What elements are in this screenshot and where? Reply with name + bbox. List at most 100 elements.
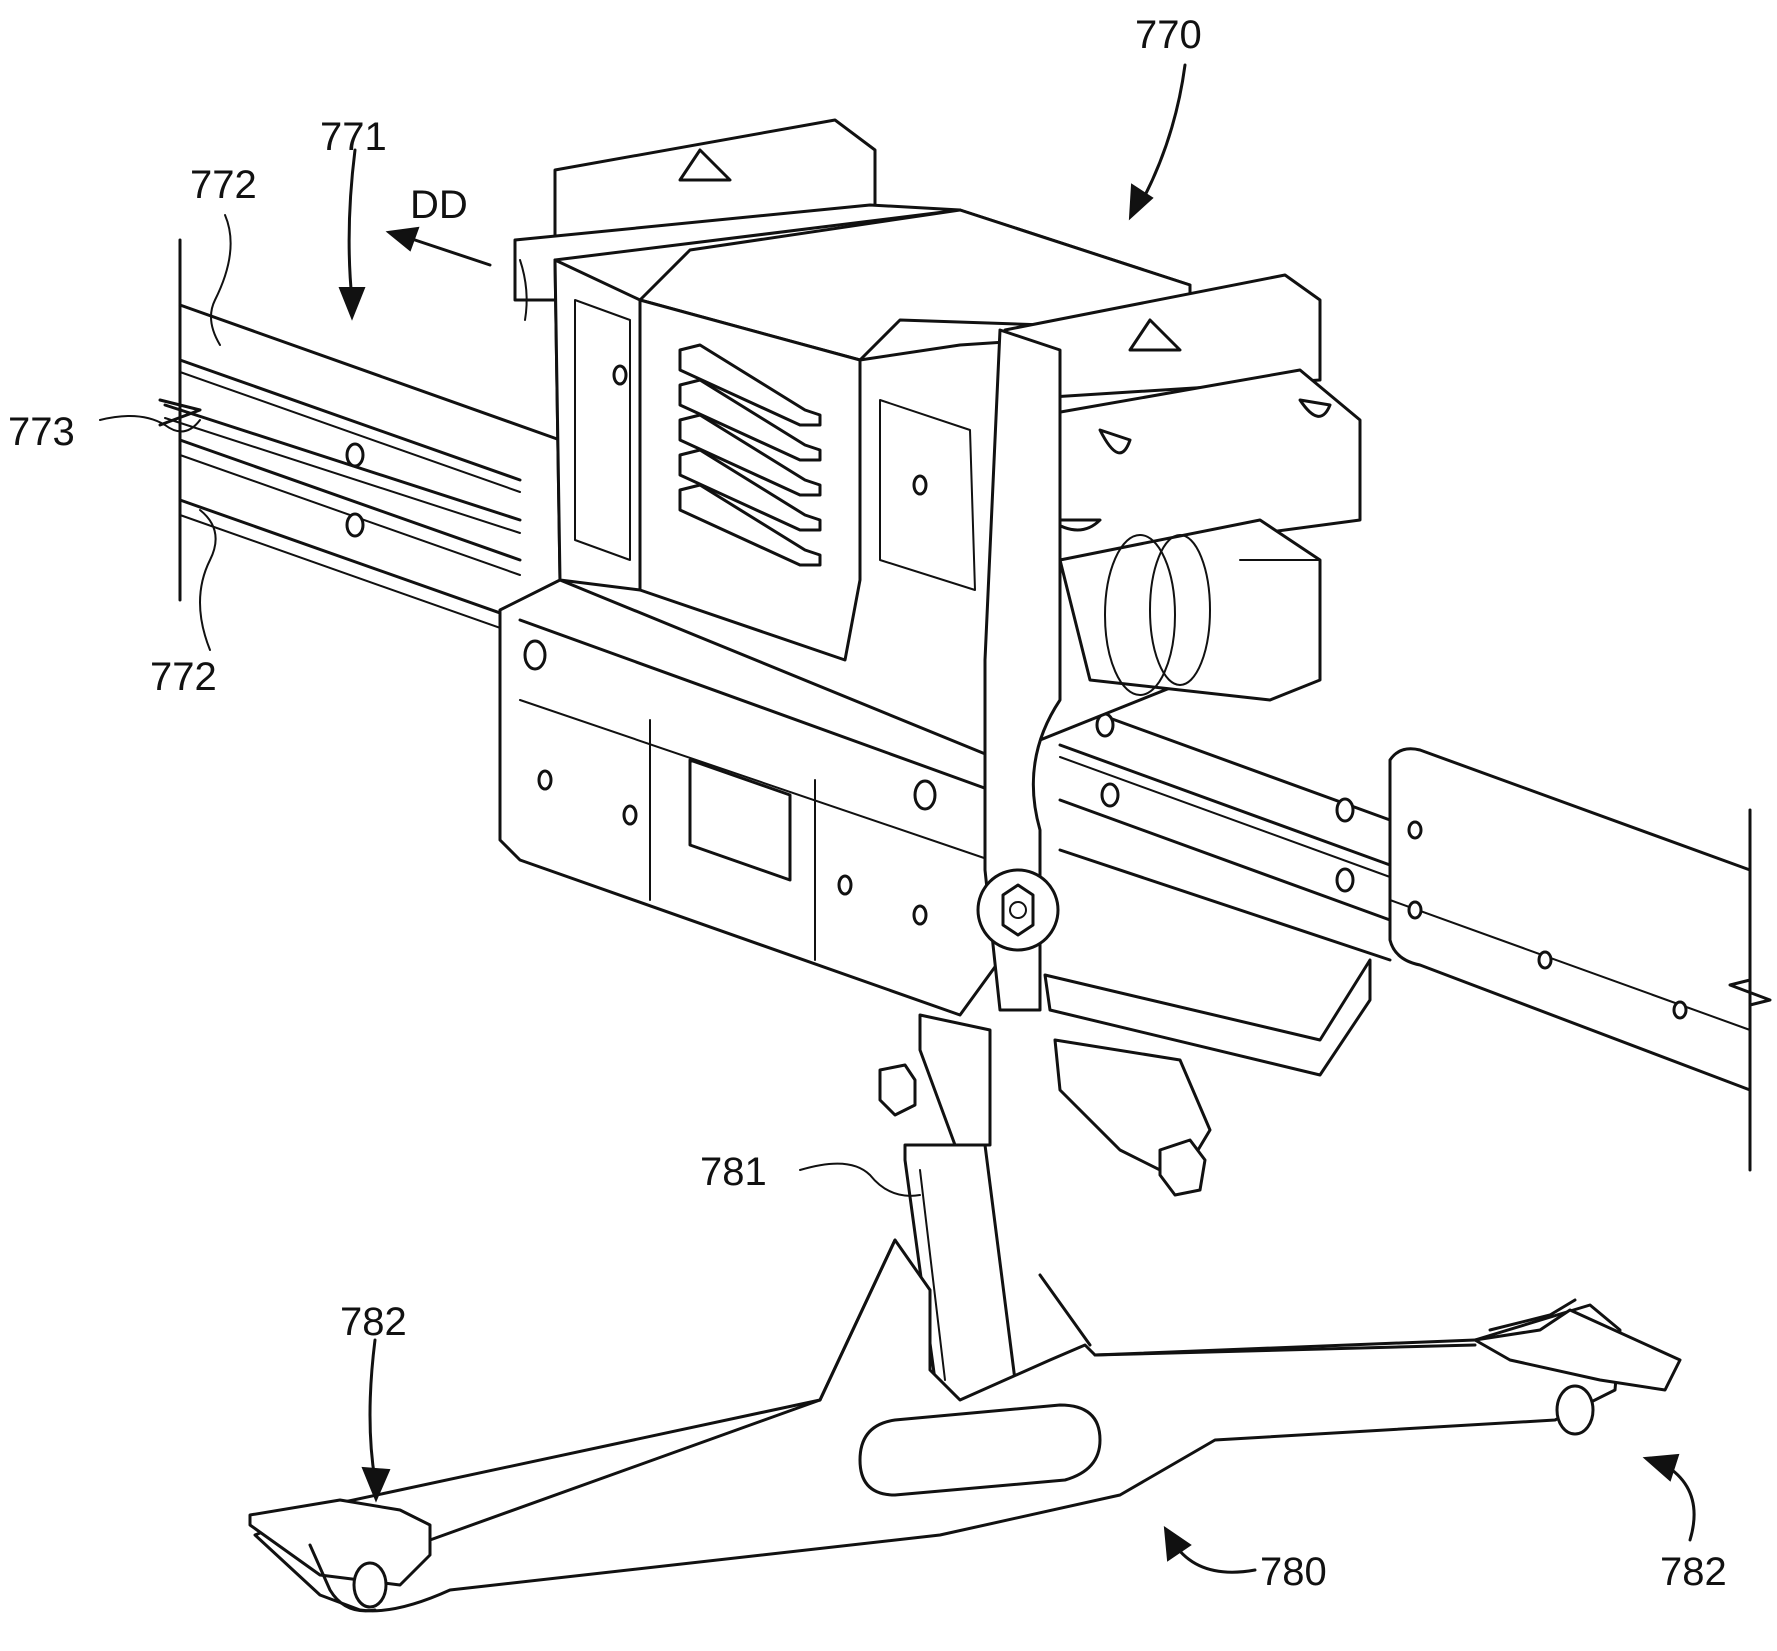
splice-hole xyxy=(1407,900,1423,920)
wheel xyxy=(1104,534,1176,696)
yoke-slot xyxy=(858,1403,1102,1497)
rail-groove-line-inner xyxy=(164,417,521,534)
hook-right-782 xyxy=(1473,1308,1682,1392)
yoke-right-arm xyxy=(1038,1273,1092,1347)
yoke-right-rod xyxy=(1093,1343,1477,1357)
rail-upper-flange-inner xyxy=(179,371,521,493)
rail-hole xyxy=(345,512,365,538)
rear-triangle-mark xyxy=(678,148,732,182)
rail-notch xyxy=(158,398,202,427)
label-770: 770 xyxy=(1135,13,1202,57)
rail-hole xyxy=(1335,867,1355,893)
body-hole xyxy=(537,769,553,791)
vent-slot xyxy=(678,483,822,567)
direction-arrowhead xyxy=(385,226,420,252)
hook-right-tip xyxy=(1488,1298,1577,1332)
label-782-left: 782 xyxy=(340,1300,407,1344)
pivot-bolt-center xyxy=(1009,901,1027,919)
front-block-notch xyxy=(1298,398,1332,418)
arrowhead-782-left xyxy=(361,1466,391,1503)
splice-hole xyxy=(1407,820,1423,840)
leaders xyxy=(99,63,1696,1574)
rail-top-edge xyxy=(178,303,562,442)
label-782-right: 782 xyxy=(1660,1550,1727,1594)
label-781: 781 xyxy=(700,1150,767,1194)
arrowhead-780 xyxy=(1163,1525,1192,1562)
rail-bottom-edge xyxy=(178,498,522,622)
leader-772-bottom xyxy=(199,509,217,651)
leader-780 xyxy=(1173,1543,1257,1574)
vent-slots xyxy=(678,343,822,567)
splice-hole xyxy=(1672,1000,1688,1020)
rear-block-edge xyxy=(519,259,528,321)
hook-left-tip xyxy=(308,1543,377,1613)
hook-left-eye xyxy=(352,1561,388,1609)
body-hole xyxy=(837,874,853,896)
yoke-left-rod xyxy=(428,1398,822,1542)
leader-781 xyxy=(799,1162,921,1197)
hanger-bar-edge xyxy=(919,1169,946,1381)
label-780: 780 xyxy=(1260,1550,1327,1594)
arrowhead-782-right xyxy=(1642,1453,1680,1482)
splice-plate-line xyxy=(1389,899,1751,1031)
trolley-770 xyxy=(498,118,1372,1197)
front-strap xyxy=(983,328,1062,1012)
rail-bottom-inner xyxy=(179,514,521,636)
wheel xyxy=(1149,534,1211,686)
left-side-panel xyxy=(553,258,642,592)
lower-body-seam xyxy=(518,618,992,792)
front-triangle-mark xyxy=(1128,318,1182,352)
under-bracket-nut xyxy=(1158,1138,1207,1197)
leader-782-left xyxy=(368,1338,377,1482)
rail-right-mid-inner xyxy=(1059,756,1391,878)
splice-hole xyxy=(1537,950,1553,970)
rail-upper-flange xyxy=(178,358,522,482)
arrowhead-771 xyxy=(338,287,366,321)
rail-right-mid xyxy=(1058,743,1392,867)
hook-right-eye xyxy=(1555,1384,1595,1436)
label-773: 773 xyxy=(8,410,75,454)
yoke-left-arm xyxy=(818,1238,897,1402)
rail-hole xyxy=(1335,797,1355,823)
wheel-housing xyxy=(1058,518,1322,702)
hanger-lug xyxy=(918,1013,992,1147)
lower-body-window xyxy=(688,758,792,882)
body-hole xyxy=(913,779,937,811)
label-771: 771 xyxy=(320,115,387,159)
carrier-780 xyxy=(248,1143,1682,1613)
rail-groove-line xyxy=(163,403,522,522)
panel-hole xyxy=(912,474,928,496)
rail-lower-flange xyxy=(178,438,522,562)
rail-right-lower xyxy=(1058,798,1392,922)
label-dd: DD xyxy=(410,183,468,227)
rail-hole xyxy=(345,442,365,468)
rail-hole xyxy=(1100,782,1120,808)
arrowhead-770 xyxy=(1128,183,1154,221)
leader-770 xyxy=(1138,63,1187,207)
front-block-notch xyxy=(1098,428,1132,455)
leader-773 xyxy=(99,415,201,433)
rail-right-break xyxy=(1728,808,1772,1172)
body-hole xyxy=(912,904,928,926)
pivot-nut xyxy=(1001,883,1035,937)
labels: 770 771 772 DD 773 772 781 782 782 780 xyxy=(8,13,1727,1594)
lower-body-line xyxy=(519,699,991,861)
leader-771 xyxy=(347,148,357,302)
direction-arrow-shaft xyxy=(398,233,492,267)
rail-right-bottom xyxy=(1058,848,1392,962)
right-inner-panel xyxy=(879,399,976,591)
left-side-panel-inset xyxy=(574,299,631,561)
under-tray xyxy=(1043,958,1372,1077)
label-772-bottom: 772 xyxy=(150,655,217,699)
leader-772-top xyxy=(210,214,232,346)
body-hole xyxy=(523,639,547,671)
hook-left-782 xyxy=(248,1498,432,1587)
label-772-top: 772 xyxy=(190,163,257,207)
body-hole xyxy=(622,804,638,826)
panel-hole xyxy=(612,364,628,386)
rail-right-upper xyxy=(1058,698,1392,822)
hanger-lug-nut xyxy=(878,1063,917,1117)
rail-771 xyxy=(158,238,1772,1172)
